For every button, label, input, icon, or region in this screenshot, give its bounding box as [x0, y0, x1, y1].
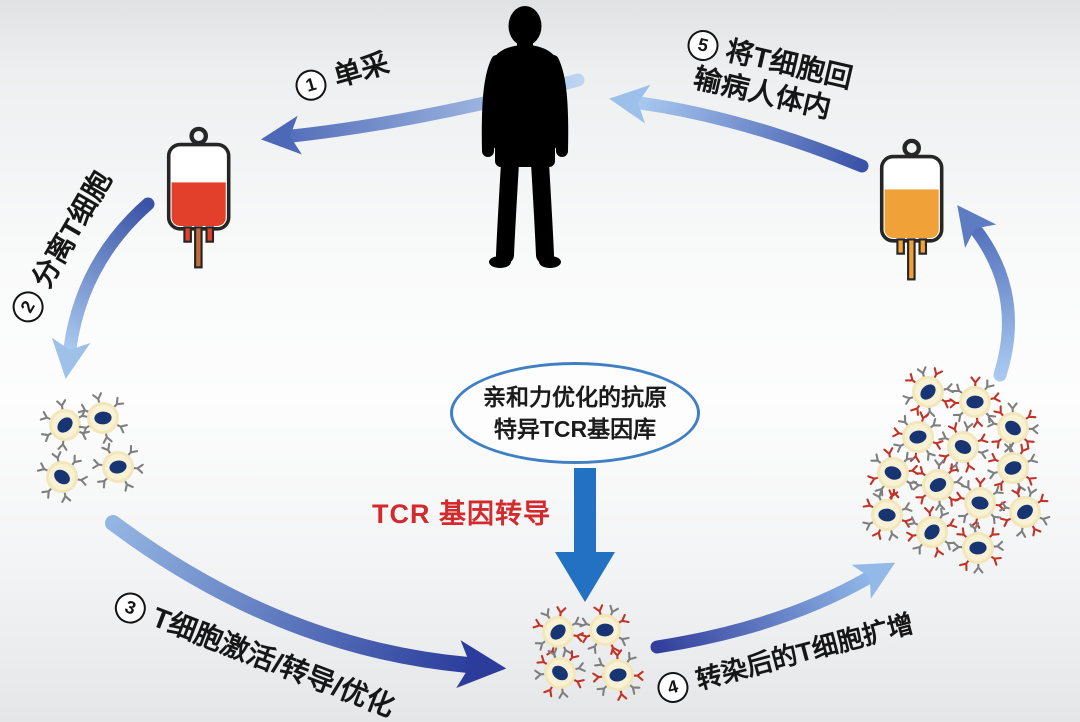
- t-cell-expanded-t-cells: [949, 376, 1001, 428]
- t-cell-transduced-t-cells: [532, 606, 584, 658]
- t-cell-transduced-t-cells: [592, 649, 644, 701]
- t-cell-expanded-t-cells: [954, 477, 1006, 529]
- step5-number-badge: 5: [684, 26, 722, 64]
- transduction-arrow-icon: [555, 468, 615, 602]
- t-cell-isolated-t-cells: [77, 392, 128, 444]
- arrow-step3-activate: [105, 515, 507, 689]
- t-cell-isolated-t-cells: [92, 442, 144, 492]
- arrow-step5-harvest: [957, 205, 1015, 382]
- t-cell-transduced-t-cells: [534, 647, 586, 699]
- gene-library-line1: 亲和力优化的抗原: [483, 383, 667, 410]
- t-cell-isolated-t-cells: [39, 399, 90, 451]
- t-cell-expanded-t-cells: [987, 442, 1039, 494]
- t-cell-expanded-t-cells: [862, 489, 913, 541]
- cell-infusion-bag-orange-icon: [879, 138, 944, 281]
- t-cell-groups: [36, 366, 1051, 701]
- t-cell-expanded-t-cells: [902, 366, 954, 418]
- arrow-step5-reinfuse: [609, 84, 869, 173]
- patient-silhouette-icon: [481, 6, 569, 268]
- transduction-label: TCR 基因转导: [372, 499, 551, 529]
- t-cell-transduced-t-cells: [579, 604, 630, 656]
- arrow-step4-expand: [650, 562, 896, 654]
- t-cell-isolated-t-cells: [36, 451, 88, 503]
- t-cell-expanded-t-cells: [867, 447, 919, 499]
- blood-bag-red-icon: [166, 126, 231, 269]
- tcr-gene-library-oval: 亲和力优化的抗原 特异TCR基因库: [450, 362, 700, 464]
- t-cell-expanded-t-cells: [952, 522, 1004, 574]
- arrow-step2-isolate: [51, 197, 155, 379]
- t-cell-expanded-t-cells: [999, 486, 1051, 538]
- t-cell-expanded-t-cells: [912, 459, 964, 511]
- t-cell-expanded-t-cells: [906, 506, 958, 558]
- t-cell-expanded-t-cells: [938, 421, 989, 473]
- t-cell-expanded-t-cells: [892, 411, 944, 463]
- gene-library-line2: 特异TCR基因库: [493, 416, 657, 442]
